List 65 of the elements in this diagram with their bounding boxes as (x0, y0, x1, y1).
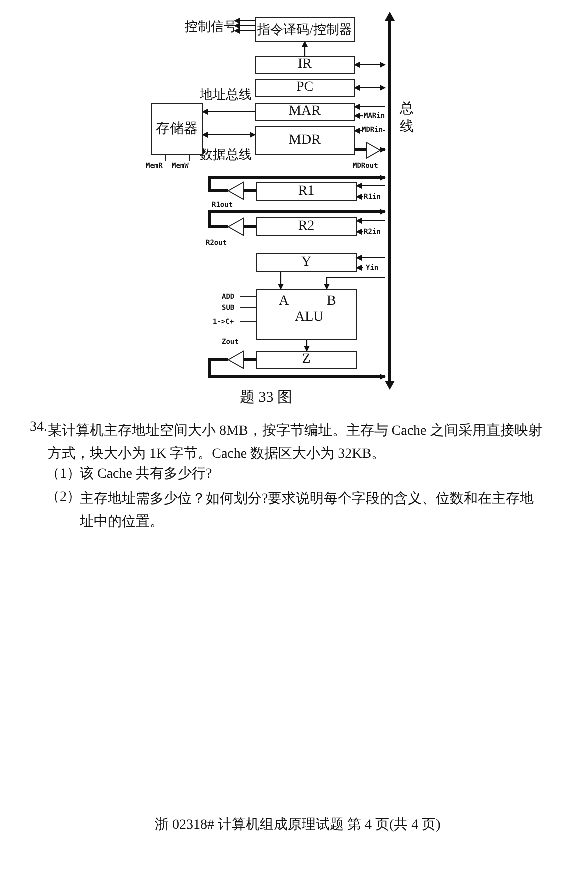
register-box (256, 253, 357, 272)
node-text: 指令译码/控制器 (258, 20, 352, 38)
connector-arrow (304, 340, 310, 352)
connector-arrow (278, 272, 284, 290)
bus-label: 总线 (400, 101, 414, 137)
buffer-triangle (228, 182, 244, 200)
connector-arrow (234, 23, 255, 29)
register-box (255, 126, 355, 155)
question-number: 34. (30, 420, 48, 436)
bus-bar (385, 12, 395, 390)
connector-line (244, 190, 256, 192)
connector-line (355, 148, 366, 152)
connector-arrow (324, 277, 385, 290)
connector-arrow (356, 229, 363, 235)
question-text: 某计算机主存地址空间大小 8MB，按字节编址。主存与 Cache 之间采用直接映射方式，块大小为 1K 字节。Cache 数据区大小为 32KB。 (48, 422, 543, 464)
item-number: （2） (46, 489, 81, 506)
register-box (256, 217, 357, 236)
node-text: ALU (295, 310, 324, 326)
bus-name-label: 地址总线 (200, 86, 252, 104)
connector-line (244, 358, 256, 362)
connector-arrow (202, 132, 256, 138)
connector-line (244, 226, 256, 228)
connector-arrow (208, 358, 386, 380)
connector-arrow (356, 218, 385, 224)
connector-arrow (380, 147, 386, 153)
connector-arrow (354, 62, 386, 68)
connector-arrow (356, 265, 363, 271)
port-label: B (327, 294, 336, 310)
connector-arrow (234, 28, 255, 34)
connector-arrow (354, 113, 363, 119)
connector-arrow (202, 109, 255, 115)
register-box (255, 79, 355, 97)
node-text: MDR (289, 132, 321, 148)
node-text: PC (296, 80, 314, 96)
figure-caption: 题 33 图 (240, 389, 292, 407)
connector-arrow (208, 175, 386, 192)
connector-arrow (356, 255, 385, 261)
connector-arrow (302, 41, 308, 56)
register-box (255, 103, 355, 121)
register-box (256, 351, 357, 369)
node-text: 存储器 (156, 120, 198, 138)
buffer-triangle (366, 142, 381, 159)
port-label: A (279, 294, 290, 310)
connector-arrow (356, 183, 385, 189)
connector-arrow (208, 209, 386, 228)
node-text: MAR (289, 104, 321, 120)
connector-arrow (354, 85, 386, 91)
node-text: Z (302, 352, 311, 368)
question-text: 该 Cache 共有多少行? (80, 465, 212, 483)
node-text: R2 (298, 218, 315, 234)
question-text: 主存地址需多少位？如何划分?要求说明每个字段的含义、位数和在主存地址中的位置。 (80, 490, 536, 532)
buffer-triangle (228, 351, 244, 369)
item-number: （1） (46, 467, 81, 483)
node-text: Y (301, 254, 312, 270)
register-box (255, 56, 355, 74)
connector-arrow (234, 18, 255, 24)
node-text: 控制信号 (185, 19, 237, 34)
alu-box (256, 289, 357, 340)
connector-arrow (356, 194, 363, 200)
node-text: R1 (298, 184, 315, 200)
buffer-triangle (228, 218, 244, 236)
register-box (256, 182, 357, 201)
page-footer: 浙 02318# 计算机组成原理试题 第 4 页(共 4 页) (155, 816, 441, 834)
connector-arrow (354, 104, 385, 110)
node-text: IR (298, 57, 312, 73)
